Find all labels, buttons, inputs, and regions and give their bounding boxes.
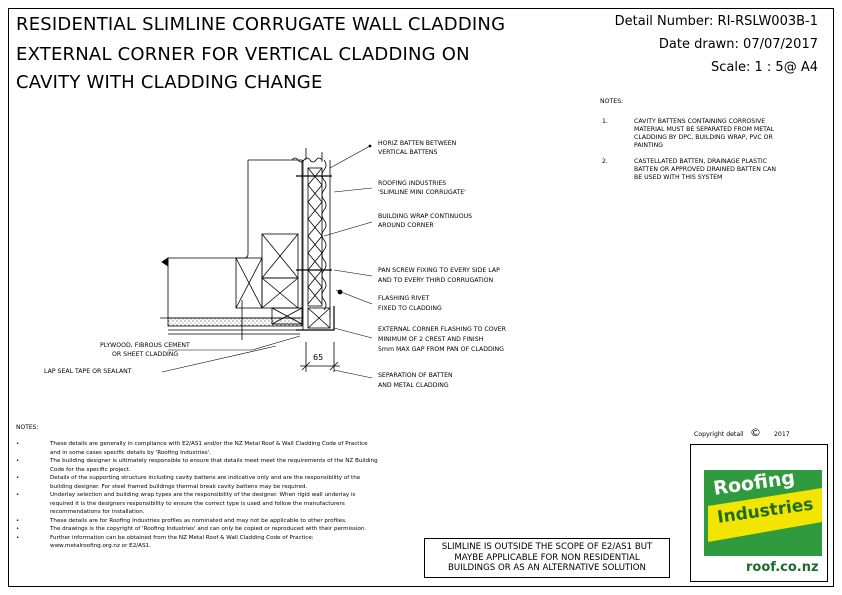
- notes-bottom-heading: NOTES:: [16, 424, 39, 431]
- scale: Scale: 1 : 5@ A4: [711, 60, 818, 75]
- label-corner-2: MINIMUM OF 2 CREST AND FINISH: [378, 336, 484, 343]
- label-horiz-batten-1: HORIZ BATTEN BETWEEN: [378, 140, 457, 147]
- note-line: required it is the designers responsibil…: [50, 500, 345, 507]
- disclaimer-box: SLIMLINE IS OUTSIDE THE SCOPE OF E2/AS1 …: [424, 538, 670, 578]
- disclaimer-line-2: MAYBE APPLICABLE FOR NON RESIDENTIAL: [454, 552, 640, 563]
- label-plywood-1: PLYWOOD, FIBROUS CEMENT: [100, 342, 190, 349]
- label-rivet-2: FIXED TO CLADDING: [378, 305, 442, 312]
- label-wrap-2: AROUND CORNER: [378, 222, 434, 229]
- label-lap-seal: LAP SEAL TAPE OR SEALANT: [44, 368, 132, 375]
- note-line: Details of the supporting structure incl…: [50, 475, 361, 481]
- note-2-line-2: BATTEN OR APPROVED DRAINED BATTEN CAN: [634, 166, 776, 173]
- note-line: These details are for Roofing Industries…: [50, 517, 347, 524]
- note-line: building designer. For steel framed buil…: [50, 483, 308, 490]
- label-wrap-1: BUILDING WRAP CONTINUOUS: [378, 213, 473, 220]
- copyright-year: 2017: [774, 431, 790, 438]
- label-plywood-2: OR SHEET CLADDING: [112, 351, 179, 358]
- bullet-marker: •: [16, 492, 20, 498]
- title-line-2: EXTERNAL CORNER FOR VERTICAL CLADDING ON: [16, 44, 470, 65]
- note-line: Code for the specific project.: [50, 466, 131, 473]
- note-2-line-3: BE USED WITH THIS SYSTEM: [634, 174, 723, 181]
- label-separation-1: SEPARATION OF BATTEN: [378, 372, 453, 379]
- note-1-line-3: CLADDING BY DPC, BUILDING WRAP, PVC OR: [634, 134, 773, 141]
- disclaimer-line-3: BUILDINGS OR AS AN ALTERNATIVE SOLUTION: [448, 563, 646, 573]
- note-1-line-2: MATERIAL MUST BE SEPARATED FROM METAL: [634, 126, 775, 133]
- date-drawn: Date drawn: 07/07/2017: [658, 37, 818, 52]
- note-1-line-1: CAVITY BATTENS CONTAINING CORROSIVE: [634, 118, 766, 125]
- drawing-border: [8, 8, 834, 587]
- label-corner-3: 5mm MAX GAP FROM PAN OF CLADDING: [378, 346, 504, 353]
- note-line: Further information can be obtained from…: [50, 534, 314, 541]
- note-line: and in some cases specific details by 'R…: [50, 449, 212, 456]
- copyright-text: Copyright detail: [694, 431, 744, 438]
- label-pan-2: AND TO EVERY THIRD CORRUGATION: [378, 277, 494, 284]
- label-rivet-1: FLASHING RIVET: [378, 295, 430, 302]
- bullet-marker: •: [16, 517, 20, 524]
- title-line-1: RESIDENTIAL SLIMLINE CORRUGATE WALL CLAD…: [16, 14, 506, 35]
- bullet-marker: •: [16, 441, 20, 447]
- bullet-marker: •: [16, 534, 20, 541]
- note-line: The building designer is ultimately resp…: [50, 458, 378, 464]
- bullet-marker: •: [16, 475, 20, 481]
- label-separation-2: AND METAL CLADDING: [378, 382, 449, 389]
- disclaimer-line-1: SLIMLINE IS OUTSIDE THE SCOPE OF E2/AS1 …: [441, 542, 653, 552]
- label-roofing-1: ROOFING INDUSTRIES: [378, 180, 447, 187]
- logo-url: roof.co.nz: [746, 560, 819, 575]
- note-1-num: 1.: [602, 118, 608, 125]
- label-corner-1: EXTERNAL CORNER FLASHING TO COVER: [378, 326, 506, 333]
- bullet-marker: •: [16, 458, 20, 464]
- note-2-line-1: CASTELLATED BATTEN, DRAINAGE PLASTIC: [634, 158, 767, 165]
- title-line-3: CAVITY WITH CLADDING CHANGE: [16, 72, 323, 93]
- bullet-marker: •: [16, 526, 20, 532]
- note-line: www.metalroofing.org.nz or E2/AS1.: [50, 543, 151, 549]
- note-1-line-4: PAINTING: [634, 142, 664, 149]
- logo-box: [690, 444, 828, 582]
- copyright-symbol: ©: [750, 426, 761, 439]
- note-2-num: 2.: [602, 158, 608, 165]
- note-line: The drawings is the copyright of 'Roofin…: [50, 526, 367, 532]
- label-roofing-2: 'SLIMLINE MINI CORRUGATE': [378, 189, 466, 196]
- label-horiz-batten-2: VERTICAL BATTENS: [378, 149, 438, 156]
- note-line: Underlay selection and building wrap typ…: [50, 492, 356, 498]
- dimension-65: 65: [313, 353, 324, 362]
- note-line: These details are generally in complianc…: [50, 441, 368, 447]
- label-pan-1: PAN SCREW FIXING TO EVERY SIDE LAP: [378, 267, 500, 274]
- detail-number: Detail Number: RI-RSLW003B-1: [614, 14, 818, 29]
- notes-right-heading: NOTES:: [600, 98, 624, 105]
- note-line: recommendations for installation.: [50, 509, 145, 515]
